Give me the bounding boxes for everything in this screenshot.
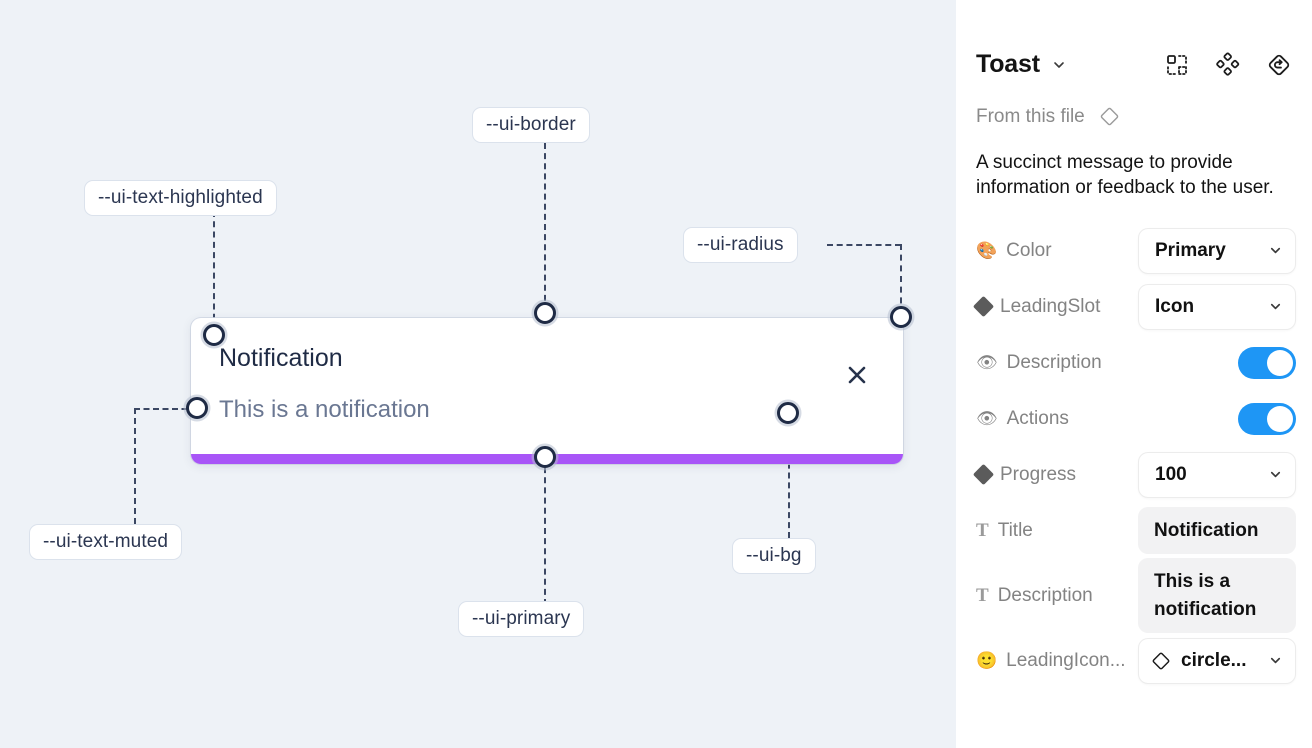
property-name: Progress <box>1000 463 1077 485</box>
from-this-file-label: From this file <box>976 105 1085 127</box>
description-toggle[interactable] <box>1238 346 1296 379</box>
components-grid-icon[interactable] <box>1165 53 1189 77</box>
property-name: Description <box>997 584 1093 606</box>
chevron-down-icon[interactable] <box>1051 57 1067 73</box>
text-t-icon: T <box>976 519 989 541</box>
close-icon[interactable] <box>844 362 870 388</box>
palette-emoji-icon: 🎨 <box>976 241 998 261</box>
property-name: Color <box>1006 239 1052 261</box>
connector-ui-text-muted-h <box>134 408 197 410</box>
toggle-knob <box>1267 405 1293 432</box>
anchor-node-text-muted[interactable] <box>186 397 208 419</box>
connector-ui-radius-v <box>900 244 902 314</box>
leadingslot-select-value: Icon <box>1155 295 1195 317</box>
connector-ui-text-muted-v <box>134 408 136 524</box>
chevron-down-icon <box>1268 653 1283 668</box>
chevron-down-icon <box>1268 299 1283 314</box>
diamond-icon <box>1098 105 1121 128</box>
properties-panel: Toast <box>956 0 1312 748</box>
toast-preview-card[interactable]: Notification This is a notification <box>191 318 903 464</box>
anchor-node-text-highlighted[interactable] <box>203 324 225 346</box>
property-row-color: 🎨 Color Primary <box>972 223 1296 279</box>
properties-list: 🎨 Color Primary LeadingSlot <box>972 201 1296 689</box>
connector-ui-text-highlighted <box>213 211 215 330</box>
text-t-icon: T <box>976 584 989 606</box>
annotation-label-ui-bg[interactable]: --ui-bg <box>732 538 816 574</box>
anchor-node-border[interactable] <box>534 302 556 324</box>
property-label-title: T Title <box>972 520 1138 542</box>
panel-header: Toast <box>972 0 1296 79</box>
property-name: Title <box>997 519 1033 541</box>
design-canvas[interactable]: Notification This is a notification --ui… <box>0 0 956 748</box>
property-label-leadingicon: 🙂 LeadingIcon... <box>972 650 1138 672</box>
property-name: Actions <box>1006 407 1069 429</box>
annotation-label-ui-radius[interactable]: --ui-radius <box>683 227 798 263</box>
color-select[interactable]: Primary <box>1138 227 1296 274</box>
chevron-down-icon <box>1268 467 1283 482</box>
leadingslot-select[interactable]: Icon <box>1138 283 1296 330</box>
chevron-down-icon <box>1268 243 1283 258</box>
property-label-description: 👁 Description <box>972 352 1158 374</box>
anchor-node-bg[interactable] <box>777 402 799 424</box>
property-row-actions-toggle: 👁 Actions <box>972 391 1296 447</box>
description-field[interactable]: This is a notification <box>1138 557 1296 634</box>
annotation-label-ui-primary[interactable]: --ui-primary <box>458 601 585 637</box>
progress-select-value: 100 <box>1155 463 1187 485</box>
anchor-node-radius[interactable] <box>890 306 912 328</box>
leadingicon-select-value: circle... <box>1181 649 1247 671</box>
description-field-value: This is a notification <box>1138 557 1296 634</box>
property-name: LeadingIcon... <box>1006 649 1126 671</box>
variants-diamond-icon[interactable] <box>1215 52 1240 77</box>
component-description: A succinct message to provide informatio… <box>976 152 1274 199</box>
property-row-progress: Progress 100 <box>972 447 1296 503</box>
property-row-description-text: T Description This is a notification <box>972 557 1296 634</box>
actions-toggle[interactable] <box>1238 402 1296 435</box>
property-row-description-toggle: 👁 Description <box>972 335 1296 391</box>
leadingicon-select[interactable]: circle... <box>1138 637 1296 684</box>
page-title: Toast <box>976 50 1040 78</box>
color-select-value: Primary <box>1155 239 1226 261</box>
diamond-filled-icon <box>972 295 995 318</box>
connector-ui-bg <box>788 413 790 538</box>
toast-title: Notification <box>219 344 343 372</box>
panel-header-actions <box>1165 52 1292 78</box>
connector-ui-primary <box>544 457 546 605</box>
property-row-leadingslot: LeadingSlot Icon <box>972 279 1296 335</box>
toggle-knob <box>1267 349 1293 376</box>
connector-ui-radius-h <box>827 244 901 246</box>
smiley-emoji-icon: 🙂 <box>976 651 998 671</box>
title-field[interactable]: Notification <box>1138 506 1296 555</box>
eye-emoji-icon: 👁 <box>976 353 998 373</box>
title-field-value: Notification <box>1138 506 1296 555</box>
reset-diamond-icon[interactable] <box>1266 52 1292 78</box>
annotation-label-ui-text-muted[interactable]: --ui-text-muted <box>29 524 183 560</box>
from-this-file-row[interactable]: From this file <box>972 79 1296 128</box>
property-label-description-text: T Description <box>972 585 1138 607</box>
diamond-filled-icon <box>972 463 995 486</box>
property-label-color: 🎨 Color <box>972 240 1138 262</box>
property-label-leadingslot: LeadingSlot <box>972 296 1138 318</box>
anchor-node-primary[interactable] <box>534 446 556 468</box>
property-name: Description <box>1006 351 1102 373</box>
toast-description: This is a notification <box>219 396 430 423</box>
diamond-icon <box>1150 650 1172 672</box>
property-row-title: T Title Notification <box>972 503 1296 559</box>
property-name: LeadingSlot <box>1000 295 1101 317</box>
property-row-leadingicon: 🙂 LeadingIcon... circle... <box>972 633 1296 689</box>
connector-ui-border <box>544 143 546 311</box>
progress-select[interactable]: 100 <box>1138 451 1296 498</box>
annotation-label-ui-text-highlighted[interactable]: --ui-text-highlighted <box>84 180 277 216</box>
property-label-progress: Progress <box>972 464 1138 486</box>
annotation-label-ui-border[interactable]: --ui-border <box>472 107 590 143</box>
property-label-actions: 👁 Actions <box>972 408 1158 430</box>
eye-emoji-icon: 👁 <box>976 409 998 429</box>
